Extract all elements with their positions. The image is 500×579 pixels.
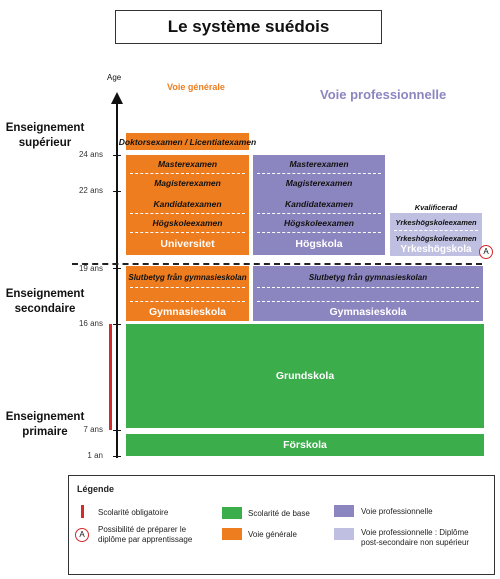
divider: [257, 287, 479, 288]
legend-professional-label: Voie professionnelle: [361, 507, 433, 516]
legend: Légende Scolarité obligatoire A Possibil…: [68, 475, 495, 575]
general-higher-top: Doktorsexamen / Licentiatexamen: [118, 133, 257, 150]
prof-higher-block: Masterexamen Magisterexamen Kandidatexam…: [253, 155, 385, 255]
prof-higher-row-3: Kandidatexamen: [284, 198, 354, 209]
general-higher-top-label: Doktorsexamen / Licentiatexamen: [118, 136, 257, 147]
header-professional: Voie professionnelle: [320, 87, 447, 102]
age-tick-22: [113, 191, 121, 192]
prof-postsec-name: Yrkeshögskola: [400, 244, 472, 255]
legend-title: Légende: [77, 484, 115, 494]
page-title: Le système suédois: [115, 10, 382, 44]
prof-higher-name: Högskola: [295, 238, 343, 250]
header-general: Voie générale: [167, 82, 225, 92]
legend-general-swatch: [222, 528, 242, 540]
general-higher-row-1: Masterexamen: [157, 158, 218, 169]
section-secondaire: Enseignement secondaire: [5, 288, 85, 315]
divider: [130, 287, 245, 288]
general-higher-row-2: Magisterexamen: [154, 177, 221, 188]
general-secondary-row: Slutbetyg från gymnasieskolan: [128, 273, 247, 282]
age-axis-arrow: [111, 92, 123, 104]
age-tick-19: [113, 268, 121, 269]
grundskola-block: Grundskola: [126, 324, 484, 428]
section-superieur: Enseignement supérieur: [5, 122, 85, 149]
prof-postsec-row-2: Yrkeshögskoleexamen: [395, 234, 477, 243]
age-label-16: 16 ans: [78, 319, 103, 328]
apprenticeship-marker: A: [479, 245, 493, 259]
divider: [130, 213, 245, 214]
age-19-separator: [72, 263, 482, 265]
divider: [394, 230, 478, 231]
prof-postsec-row-1: Yrkeshögskoleexamen: [395, 217, 477, 227]
age-tick-1: [113, 456, 121, 457]
legend-basic-label: Scolarité de base: [248, 509, 310, 518]
age-label-7: 7 ans: [83, 425, 103, 434]
prof-higher-row-1: Masterexamen: [289, 158, 349, 169]
section-primaire: Enseignement primaire: [5, 411, 85, 438]
age-tick-24: [113, 155, 121, 156]
age-label-24: 24 ans: [78, 150, 103, 159]
general-higher-row-3: Kandidatexamen: [153, 198, 222, 209]
age-tick-7: [113, 430, 121, 431]
age-tick-16: [113, 324, 121, 325]
prof-postsec-top-label: Kvalificerad: [414, 203, 458, 212]
general-secondary-name: Gymnasieskola: [148, 305, 227, 318]
forskola-block: Förskola: [126, 434, 484, 456]
divider: [257, 213, 381, 214]
age-label-19: 19 ans: [78, 264, 103, 273]
compulsory-bar: [109, 324, 112, 430]
age-label-1: 1 an: [87, 451, 103, 460]
age-axis-line: [116, 102, 118, 458]
divider: [257, 301, 479, 302]
prof-secondary-name: Gymnasieskola: [329, 305, 407, 318]
divider: [257, 173, 381, 174]
legend-postsec-swatch: [334, 528, 354, 540]
age-axis-label: Age: [107, 73, 122, 82]
divider: [130, 301, 245, 302]
prof-postsec-block: Yrkeshögskoleexamen Yrkeshögskoleexamen …: [390, 213, 482, 256]
legend-professional-swatch: [334, 505, 354, 517]
general-higher-row-4: Högskoleexamen: [152, 217, 223, 228]
legend-compulsory-label: Scolarité obligatoire: [98, 508, 169, 517]
divider: [130, 173, 245, 174]
legend-apprenticeship-label: Possibilité de préparer le diplôme par a…: [98, 525, 193, 544]
age-label-22: 22 ans: [78, 186, 103, 195]
prof-higher-row-4: Högskoleexamen: [284, 217, 354, 228]
general-higher-block: Masterexamen Magisterexamen Kandidatexam…: [126, 155, 249, 255]
prof-secondary-block: Slutbetyg från gymnasieskolan Gymnasiesk…: [253, 266, 483, 321]
divider: [257, 232, 381, 233]
legend-basic-swatch: [222, 507, 242, 519]
legend-marker-icon: A: [75, 528, 89, 542]
legend-compulsory-swatch: [81, 505, 84, 518]
general-secondary-block: Slutbetyg från gymnasieskolan Gymnasiesk…: [126, 266, 249, 321]
grundskola-label: Grundskola: [275, 370, 335, 382]
prof-secondary-row: Slutbetyg från gymnasieskolan: [308, 273, 428, 282]
divider: [130, 232, 245, 233]
general-higher-name: Universitet: [160, 238, 215, 250]
legend-general-label: Voie générale: [248, 530, 297, 539]
prof-higher-row-2: Magisterexamen: [285, 177, 353, 188]
forskola-label: Förskola: [283, 439, 327, 451]
legend-postsec-label: Voie professionnelle : Diplôme post-seco…: [361, 528, 470, 547]
